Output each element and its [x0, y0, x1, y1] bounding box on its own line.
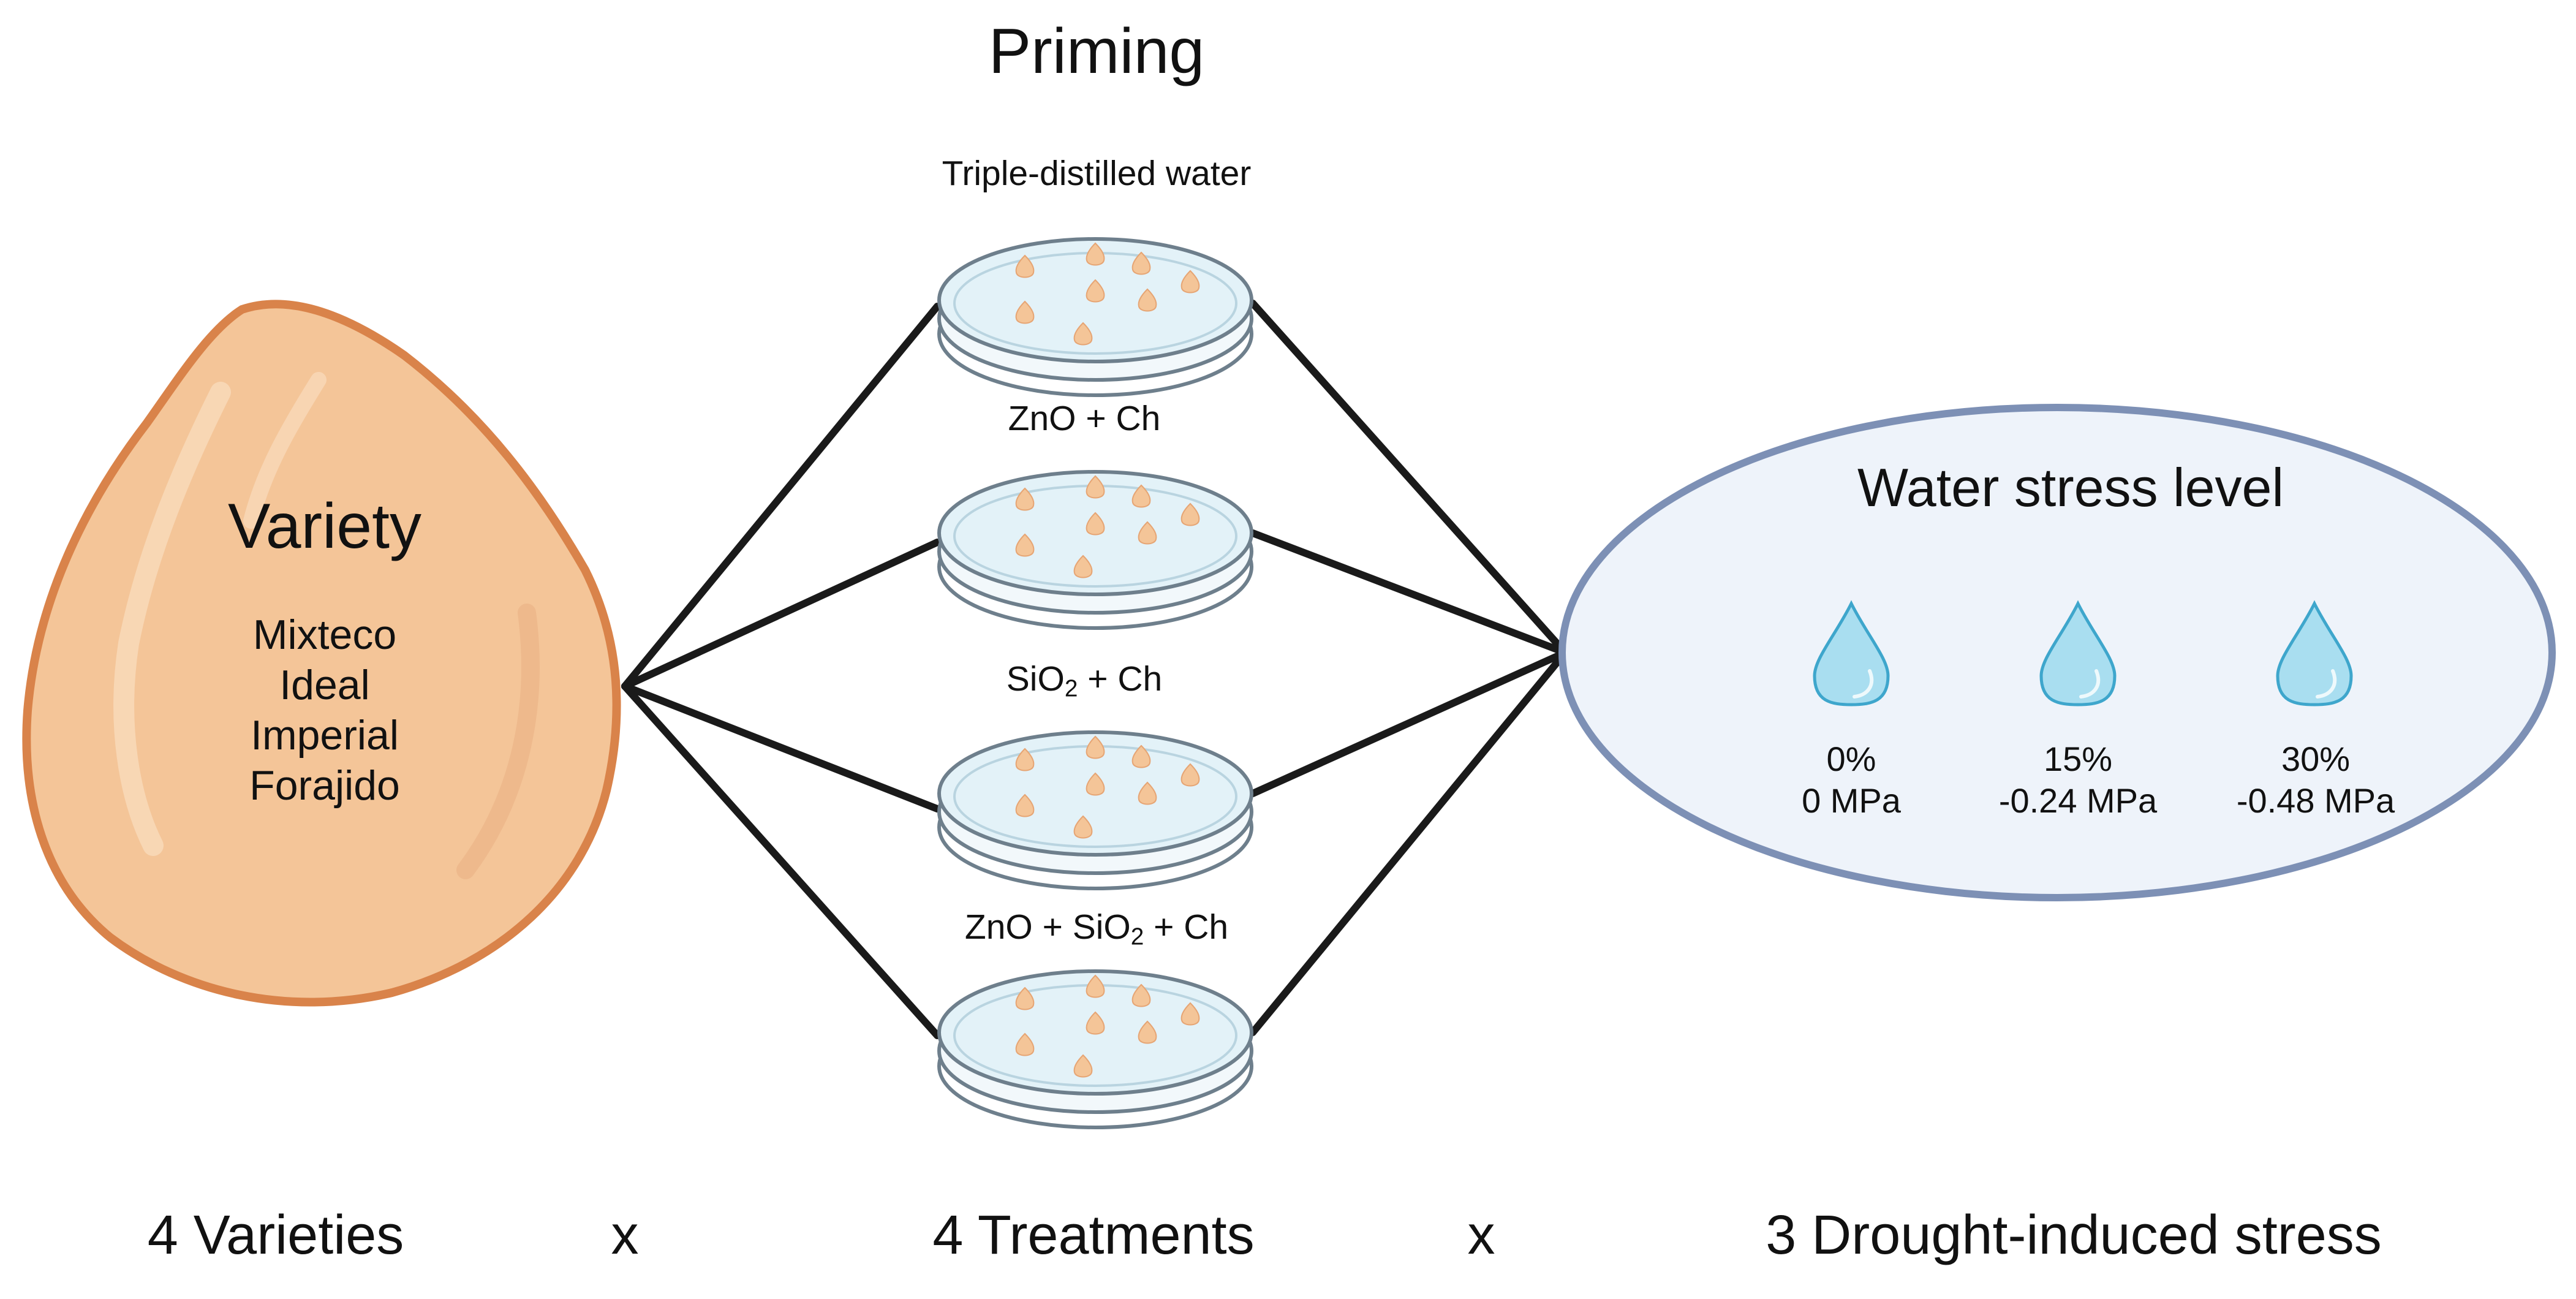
footer-times-2: x [1467, 1205, 1495, 1266]
treatment-label-3: SiO2 + Ch [1006, 659, 1163, 702]
connector-seed-dish-3 [621, 683, 941, 812]
variety-item: Imperial [251, 712, 399, 759]
footer-treatments: 4 Treatments [932, 1205, 1255, 1266]
petri-dishes [937, 237, 1253, 1129]
treatment-label-1: Triple-distilled water [942, 154, 1252, 193]
dish-seed [1015, 487, 1035, 511]
seed-highlight [113, 382, 231, 856]
water-stress-title: Water stress level [1857, 457, 2284, 518]
dish-seed [1073, 322, 1093, 346]
petri-dish [937, 237, 1253, 397]
dish-seed [1138, 521, 1157, 545]
dish-seed [1086, 735, 1105, 759]
dish-seed [1086, 279, 1105, 303]
water-drop-icon [2276, 600, 2353, 706]
stress-percent: 15% [2043, 740, 2113, 778]
dish-seed [1086, 512, 1105, 536]
stress-pressure: 0 MPa [1802, 781, 1901, 820]
dish-seed [1138, 781, 1157, 805]
stress-pressure: -0.48 MPa [2236, 781, 2395, 820]
water-drops [1813, 600, 2353, 706]
dish-seed [1138, 1020, 1157, 1044]
footer-times-1: x [611, 1205, 639, 1266]
dish-seed [1073, 1054, 1093, 1078]
seed-shape [22, 300, 621, 1007]
petri-dish [937, 470, 1253, 630]
dish-seed [1180, 1002, 1200, 1026]
dish-seed [1131, 744, 1151, 768]
dish-seed [1180, 763, 1200, 787]
connector-dish-1-stress [1249, 300, 1569, 656]
priming-title: Priming [988, 16, 1205, 87]
seed-shadow [456, 604, 540, 879]
stress-level-15: 15% -0.24 MPa [1999, 738, 2157, 822]
variety-item: Mixteco [252, 612, 397, 658]
water-drop-icon [2039, 600, 2117, 706]
dish-seed [1131, 251, 1151, 275]
variety-list: Mixteco Ideal Imperial Forajido [249, 610, 400, 811]
dish-seed [1015, 987, 1035, 1010]
treatment-label-2: ZnO + Ch [1008, 399, 1161, 438]
dish-seed [1086, 1011, 1105, 1035]
dish-seed [1180, 270, 1200, 294]
dish-seed [1086, 772, 1105, 796]
dish-seed [1131, 983, 1151, 1007]
water-drop-icon [1813, 600, 1890, 706]
variety-title: Variety [228, 491, 421, 562]
petri-dish [937, 730, 1253, 890]
dish-seed [1131, 484, 1151, 508]
dish-seed [1015, 254, 1035, 278]
dish-seed [1073, 815, 1093, 839]
stress-pressure: -0.24 MPa [1998, 781, 2158, 820]
connector-dish-4-stress [1249, 649, 1569, 1036]
stress-connectors [1249, 300, 1569, 1036]
connector-seed-dish-2 [621, 539, 941, 690]
variety-item: Ideal [279, 662, 370, 708]
dish-seed [1015, 1032, 1035, 1056]
treatment-label-4: ZnO + SiO2 + Ch [964, 907, 1229, 950]
footer-drought-stress: 3 Drought-induced stress [1766, 1205, 2382, 1266]
dish-seed [1015, 748, 1035, 771]
connector-dish-2-stress [1249, 529, 1569, 656]
stress-level-30: 30% -0.48 MPa [2237, 738, 2395, 822]
stress-percent: 0% [1826, 740, 1876, 778]
variety-item: Forajido [249, 762, 400, 809]
seed-highlight-2 [243, 372, 327, 529]
stress-percent: 30% [2281, 740, 2351, 778]
connector-dish-3-stress [1249, 649, 1569, 797]
dish-seed [1086, 242, 1105, 266]
dish-seed [1180, 502, 1200, 526]
dish-seed [1138, 288, 1157, 312]
connector-seed-dish-4 [621, 683, 941, 1039]
petri-dish [937, 969, 1253, 1129]
footer-varieties: 4 Varieties [147, 1205, 404, 1266]
stress-level-0: 0% 0 MPa [1802, 738, 1901, 822]
dish-seed [1073, 555, 1093, 578]
dish-seed [1015, 300, 1035, 324]
connector-seed-dish-1 [621, 303, 941, 690]
dish-seed [1015, 533, 1035, 557]
dish-seed [1015, 793, 1035, 817]
seed-connectors [621, 303, 941, 1039]
dish-seed [1086, 974, 1105, 998]
dish-seed [1086, 475, 1105, 499]
